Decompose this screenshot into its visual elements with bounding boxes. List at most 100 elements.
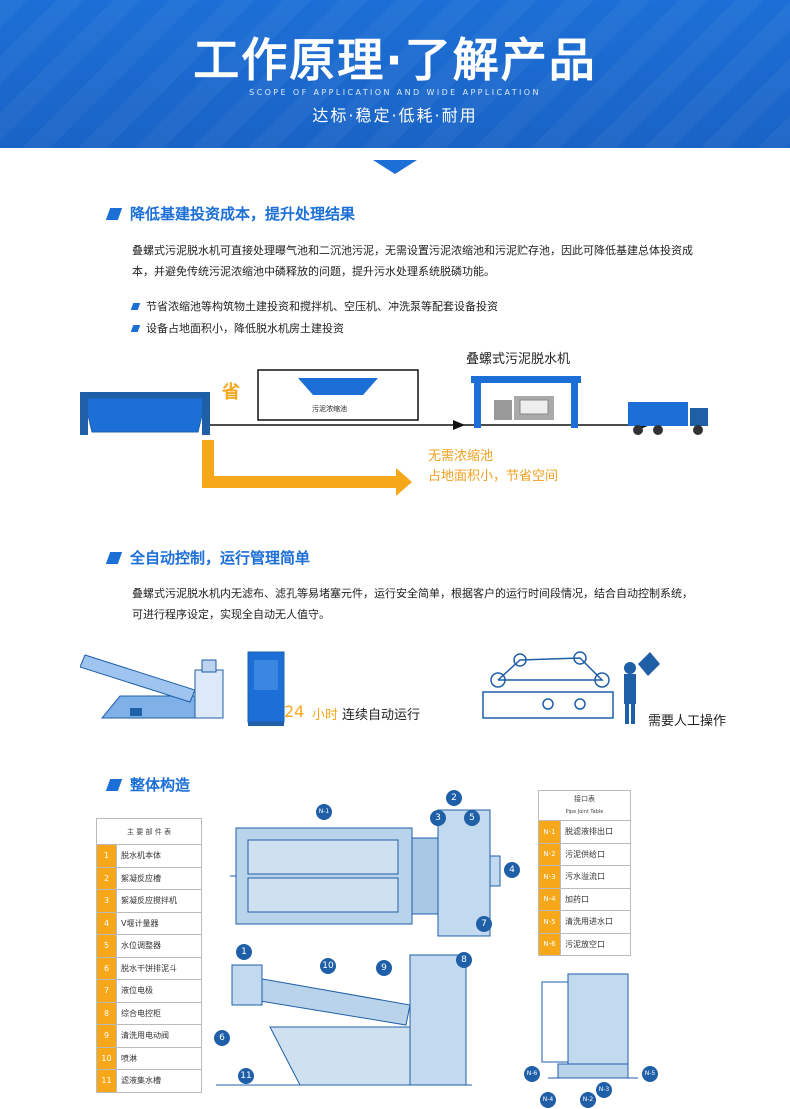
aeration-tank-icon <box>80 392 210 435</box>
section-title-structure: 整体构造 <box>105 774 191 795</box>
page-title: 工作原理·了解产品 <box>193 33 597 87</box>
pipe-table-title: 接口表 <box>574 795 595 803</box>
note-line2: 占地面积小，节省空间 <box>428 469 559 484</box>
callout-badge: N-2 <box>580 1092 596 1108</box>
part-name: 絮凝反应搅拌机 <box>116 889 202 913</box>
callout-badge: 6 <box>214 1030 230 1046</box>
pipe-table-header: 接口表 Pipe Joint Table <box>538 790 631 821</box>
callout-badge: 11 <box>238 1068 254 1084</box>
section-paragraph-cost: 叠螺式污泥脱水机可直接处理曝气池和二沉池污泥，无需设置污泥浓缩池和污泥贮存池，因… <box>132 244 693 278</box>
part-name: 脱水干饼排泥斗 <box>116 956 202 980</box>
section-paragraph-auto: 叠螺式污泥脱水机内无滤布、滤孔等易堵塞元件，运行安全简单，根据客户的运行时间段情… <box>132 587 693 621</box>
bullet-text: 节省浓缩池等构筑物土建投资和搅拌机、空压机、冲洗泵等配套设备投资 <box>146 300 498 313</box>
truck-icon <box>628 402 708 435</box>
part-number: 5 <box>96 934 117 958</box>
part-name: V堰计量器 <box>116 911 202 935</box>
section-marker-icon <box>105 778 123 791</box>
callout-badge: 10 <box>320 958 336 974</box>
part-name: 絮凝反应槽 <box>116 866 202 890</box>
bullet-icon <box>130 302 141 310</box>
control-cabinet-icon <box>247 651 285 726</box>
page-subtitle: SCOPE OF APPLICATION AND WIDE APPLICATIO… <box>249 88 541 97</box>
callout-badge: 3 <box>430 810 446 826</box>
pipe-code: N-6 <box>538 932 561 956</box>
auto-run-text: 连续自动运行 <box>342 708 421 723</box>
belt-press-icon <box>482 651 614 719</box>
callout-badge: 1 <box>236 944 252 960</box>
part-name: 综合电控柜 <box>116 1001 202 1025</box>
flow-diagram <box>80 369 708 496</box>
section-marker-icon <box>105 207 123 220</box>
section-title-cost: 降低基建投资成本，提升处理结果 <box>105 203 356 224</box>
part-number: 11 <box>96 1069 117 1093</box>
page-header: 工作原理·了解产品 SCOPE OF APPLICATION AND WIDE … <box>0 0 790 148</box>
section-title-text: 全自动控制，运行管理简单 <box>130 549 311 567</box>
bullet-item: 设备占地面积小，降低脱水机房土建投资 <box>130 320 344 336</box>
screw-press-icon <box>80 654 224 719</box>
part-number: 2 <box>96 866 117 890</box>
hours-number: 24 <box>284 702 305 721</box>
part-number: 7 <box>96 979 117 1003</box>
page-tagline: 达标·稳定·低耗·耐用 <box>312 106 478 125</box>
bullet-item: 节省浓缩池等构筑物土建投资和搅拌机、空压机、冲洗泵等配套设备投资 <box>130 298 498 314</box>
manual-op-text: 需要人工操作 <box>648 714 727 729</box>
bullet-text: 设备占地面积小，降低脱水机房土建投资 <box>146 322 344 335</box>
part-name: 喷淋 <box>116 1046 202 1070</box>
pipe-name: 加药口 <box>560 887 631 911</box>
section-title-text: 降低基建投资成本，提升处理结果 <box>130 205 356 223</box>
plan-view-drawing <box>230 809 501 937</box>
callout-badge: N-5 <box>642 1066 658 1082</box>
pipe-name: 脱滤液排出口 <box>560 820 631 844</box>
save-label: 省 <box>222 382 240 403</box>
chevron-down-icon <box>373 160 417 174</box>
part-number: 3 <box>96 889 117 913</box>
callout-badge: N-3 <box>596 1082 612 1098</box>
side-view-drawing <box>216 954 472 1086</box>
part-name: 脱水机本体 <box>116 844 202 868</box>
part-number: 4 <box>96 911 117 935</box>
part-name: 液位电极 <box>116 979 202 1003</box>
pipe-code: N-1 <box>538 820 561 844</box>
hours-unit: 小时 <box>312 708 339 723</box>
end-view-drawing <box>541 973 638 1079</box>
pipe-name: 污水溢流口 <box>560 865 631 889</box>
pipe-name: 污泥放空口 <box>560 932 631 956</box>
callout-badge: N-1 <box>316 804 332 820</box>
pipe-code: N-2 <box>538 842 561 866</box>
callout-badge: 9 <box>376 960 392 976</box>
section-title-text: 整体构造 <box>130 776 191 794</box>
pipe-name: 污泥供给口 <box>560 842 631 866</box>
callout-badge: 4 <box>504 862 520 878</box>
part-name: 清洗用电动阀 <box>116 1024 202 1048</box>
section-title-auto: 全自动控制，运行管理简单 <box>105 547 311 568</box>
pipe-table-subtitle: Pipe Joint Table <box>565 809 604 815</box>
part-number: 1 <box>96 844 117 868</box>
callout-badge: 5 <box>464 810 480 826</box>
machine-label: 叠螺式污泥脱水机 <box>466 352 571 367</box>
part-number: 6 <box>96 956 117 980</box>
part-number: 9 <box>96 1024 117 1048</box>
part-number: 10 <box>96 1046 117 1070</box>
pipe-code: N-5 <box>538 910 561 934</box>
worker-icon <box>624 652 660 724</box>
pipe-code: N-3 <box>538 865 561 889</box>
auto-control-diagram <box>80 651 660 726</box>
part-name: 水位调整器 <box>116 934 202 958</box>
section-marker-icon <box>105 551 123 564</box>
